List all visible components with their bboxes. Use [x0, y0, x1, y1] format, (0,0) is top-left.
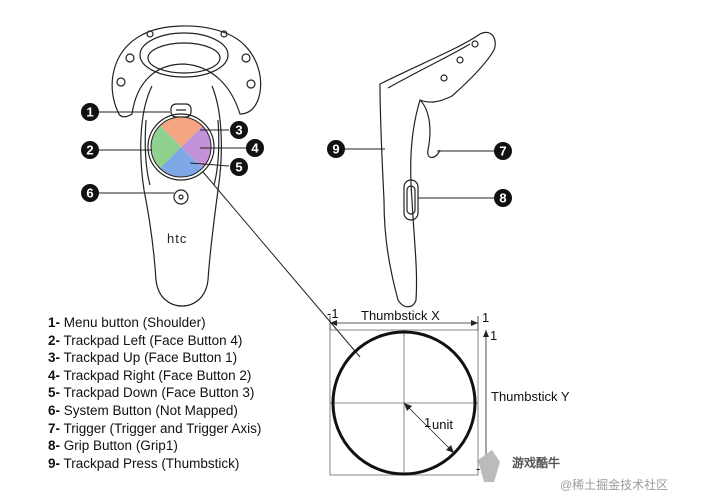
leader-lines — [97, 111, 361, 358]
legend-item-7: 7- Trigger (Trigger and Trigger Axis) — [48, 420, 262, 436]
callout-4: 4 — [246, 139, 264, 157]
legend-item-8: 8- Grip Button (Grip1) — [48, 438, 178, 454]
trackpad-up — [151, 117, 211, 147]
svg-text:4: 4 — [251, 141, 259, 156]
thumbstick-y-label: Thumbstick Y — [491, 389, 570, 404]
trackpad-down — [151, 147, 211, 177]
grip-button — [403, 179, 419, 221]
watermark-text: @稀土掘金技术社区 — [560, 478, 669, 492]
trackpad — [151, 117, 211, 177]
legend-item-2: 2- Trackpad Left (Face Button 4) — [48, 332, 243, 348]
radius-label: 1 — [424, 415, 431, 430]
controller-handle — [140, 85, 222, 307]
watermark-logo: 游戏酷牛 — [478, 450, 560, 482]
legend-item-3: 3- Trackpad Up (Face Button 1) — [48, 350, 238, 366]
legend: 1- Menu button (Shoulder) 2- Trackpad Le… — [48, 314, 261, 472]
callout-6: 6 — [81, 184, 99, 202]
legend-item-6: 6- System Button (Not Mapped) — [48, 402, 238, 418]
y-max-label: 1 — [490, 328, 497, 343]
x-min-label: -1 — [327, 306, 339, 321]
svg-text:5: 5 — [235, 160, 242, 175]
system-button — [173, 189, 189, 205]
svg-text:3: 3 — [235, 123, 242, 138]
legend-item-1: 1- Menu button (Shoulder) — [48, 315, 206, 330]
callout-7: 7 — [494, 142, 512, 160]
thumbstick-x-label: Thumbstick X — [361, 308, 440, 323]
svg-text:6: 6 — [86, 186, 93, 201]
brand-label: htc — [167, 231, 187, 246]
x-max-label: 1 — [482, 310, 489, 325]
callout-2: 2 — [81, 141, 99, 159]
legend-item-5: 5- Trackpad Down (Face Button 3) — [48, 385, 255, 401]
svg-text:游戏酷牛: 游戏酷牛 — [512, 455, 560, 470]
callout-1: 1 — [81, 103, 99, 121]
svg-text:2: 2 — [86, 143, 93, 158]
callouts: 1 2 3 4 5 6 7 8 9 — [81, 103, 512, 207]
callout-3: 3 — [230, 121, 248, 139]
controller-front-view — [111, 25, 262, 307]
callout-9: 9 — [327, 140, 345, 158]
svg-text:8: 8 — [499, 191, 506, 206]
svg-text:7: 7 — [499, 144, 506, 159]
callout-5: 5 — [230, 158, 248, 176]
thumbstick-diagram: Thumbstick X Thumbstick Y -1 1 1 -1 1 un… — [327, 306, 570, 476]
radius-unit-label: unit — [432, 417, 453, 432]
legend-item-4: 4- Trackpad Right (Face Button 2) — [48, 367, 252, 383]
trackpad-right — [181, 117, 211, 177]
tracking-ring — [111, 25, 262, 118]
thumbstick-circle — [331, 330, 477, 476]
svg-text:1: 1 — [86, 105, 93, 120]
controller-side-view — [379, 31, 496, 308]
svg-text:9: 9 — [332, 142, 339, 157]
legend-item-9: 9- Trackpad Press (Thumbstick) — [48, 455, 240, 471]
trackpad-left — [151, 117, 181, 177]
callout-8: 8 — [494, 189, 512, 207]
